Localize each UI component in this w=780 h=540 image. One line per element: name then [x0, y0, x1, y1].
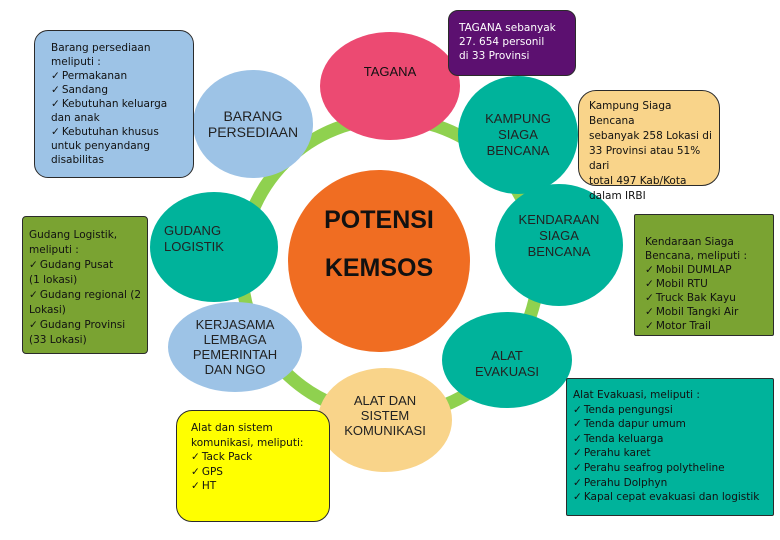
- info-box-alat-evakuasi-list: Tenda pengungsi Tenda dapur umum Tenda k…: [573, 403, 771, 505]
- info-box-tagana-text: TAGANA sebanyak 27. 654 personil di 33 P…: [459, 22, 556, 62]
- info-box-kampung-siaga: Kampung Siaga Bencana sebanyak 258 Lokas…: [578, 90, 720, 202]
- info-box-kendaraan-heading: Kendaraan Siaga Bencana, meliputi :: [645, 236, 748, 262]
- node-barang-persediaan: BARANG PERSEDIAAN: [193, 70, 313, 178]
- list-item: Tack Pack: [191, 450, 325, 465]
- list-item: Mobil RTU: [645, 277, 769, 291]
- info-box-alat-sistem-list: Tack Pack GPS HT: [191, 450, 325, 494]
- info-box-gudang-logistik-heading: Gudang Logistik, meliputi :: [29, 229, 118, 256]
- node-gudang-logistik: GUDANG LOGISTIK: [150, 192, 278, 302]
- list-item: Tenda pengungsi: [573, 403, 771, 418]
- node-kerjasama-label: KERJASAMA LEMBAGA PEMERINTAH DAN NGO: [192, 317, 278, 377]
- list-item: Kebutuhan khusus untuk penyandang disabi…: [51, 125, 185, 167]
- list-item: Perahu karet: [573, 446, 771, 461]
- list-item: HT: [191, 479, 325, 494]
- list-item: Truck Bak Kayu: [645, 291, 769, 305]
- node-kendaraan-siaga-bencana: KENDARAAN SIAGA BENCANA: [495, 184, 623, 306]
- info-box-alat-evakuasi-heading: Alat Evakuasi, meliputi :: [573, 389, 700, 401]
- node-kampung-siaga-bencana-label: KAMPUNG SIAGA BENCANA: [485, 111, 551, 158]
- info-box-tagana: TAGANA sebanyak 27. 654 personil di 33 P…: [448, 10, 576, 76]
- node-alat-sistem-komunikasi: ALAT DAN SISTEM KOMUNIKASI: [318, 368, 452, 472]
- list-item: Motor Trail: [645, 319, 769, 333]
- list-item: Perahu Dolphyn: [573, 476, 771, 491]
- node-barang-persediaan-label: BARANG PERSEDIAAN: [207, 108, 299, 140]
- list-item: Perahu seafrog polytheline: [573, 461, 771, 476]
- list-item: Permakanan: [51, 69, 185, 83]
- list-item: Mobil Tangki Air: [645, 305, 769, 319]
- node-alat-sistem-komunikasi-label: ALAT DAN SISTEM KOMUNIKASI: [344, 392, 426, 438]
- info-box-gudang-logistik-list: Gudang Pusat (1 lokasi) Gudang regional …: [29, 258, 143, 348]
- info-box-kendaraan: Kendaraan Siaga Bencana, meliputi : Mobi…: [634, 214, 774, 336]
- info-box-alat-sistem-heading: Alat dan sistem komunikasi, meliputi:: [191, 422, 304, 449]
- list-item: Kebutuhan keluarga dan anak: [51, 97, 185, 125]
- info-box-alat-evakuasi: Alat Evakuasi, meliputi : Tenda pengungs…: [566, 378, 774, 516]
- node-tagana-label: TAGANA: [363, 64, 417, 79]
- node-kampung-siaga-bencana: KAMPUNG SIAGA BENCANA: [458, 76, 578, 194]
- center-node: POTENSI KEMSOS: [288, 170, 470, 352]
- info-box-kendaraan-list: Mobil DUMLAP Mobil RTU Truck Bak Kayu Mo…: [645, 263, 769, 333]
- center-title-line1: POTENSI: [324, 206, 434, 234]
- info-box-barang-persediaan-heading: Barang persediaan meliputi :: [51, 42, 151, 68]
- info-box-barang-persediaan: Barang persediaan meliputi : Permakanan …: [34, 30, 194, 178]
- list-item: Tenda keluarga: [573, 432, 771, 447]
- list-item: Tenda dapur umum: [573, 417, 771, 432]
- node-alat-evakuasi-label: ALAT EVAKUASI: [474, 348, 540, 379]
- info-box-alat-sistem: Alat dan sistem komunikasi, meliputi: Ta…: [176, 410, 330, 522]
- list-item: Mobil DUMLAP: [645, 263, 769, 277]
- list-item: Kapal cepat evakuasi dan logistik: [573, 490, 771, 505]
- center-title-line2: KEMSOS: [324, 254, 434, 282]
- list-item: GPS: [191, 465, 325, 480]
- list-item: Gudang regional (2 Lokasi): [29, 288, 143, 318]
- node-alat-evakuasi: ALAT EVAKUASI: [442, 312, 572, 408]
- node-kerjasama: KERJASAMA LEMBAGA PEMERINTAH DAN NGO: [168, 302, 302, 392]
- list-item: Gudang Provinsi (33 Lokasi): [29, 318, 143, 348]
- info-box-gudang-logistik: Gudang Logistik, meliputi : Gudang Pusat…: [22, 216, 148, 354]
- node-tagana: TAGANA: [320, 32, 460, 140]
- list-item: Sandang: [51, 83, 185, 97]
- node-gudang-logistik-label: GUDANG LOGISTIK: [164, 223, 224, 254]
- node-kendaraan-siaga-bencana-label: KENDARAAN SIAGA BENCANA: [518, 212, 600, 259]
- info-box-barang-persediaan-list: Permakanan Sandang Kebutuhan keluarga da…: [51, 69, 185, 167]
- info-box-kampung-siaga-text: Kampung Siaga Bencana sebanyak 258 Lokas…: [589, 100, 712, 202]
- list-item: Gudang Pusat (1 lokasi): [29, 258, 143, 288]
